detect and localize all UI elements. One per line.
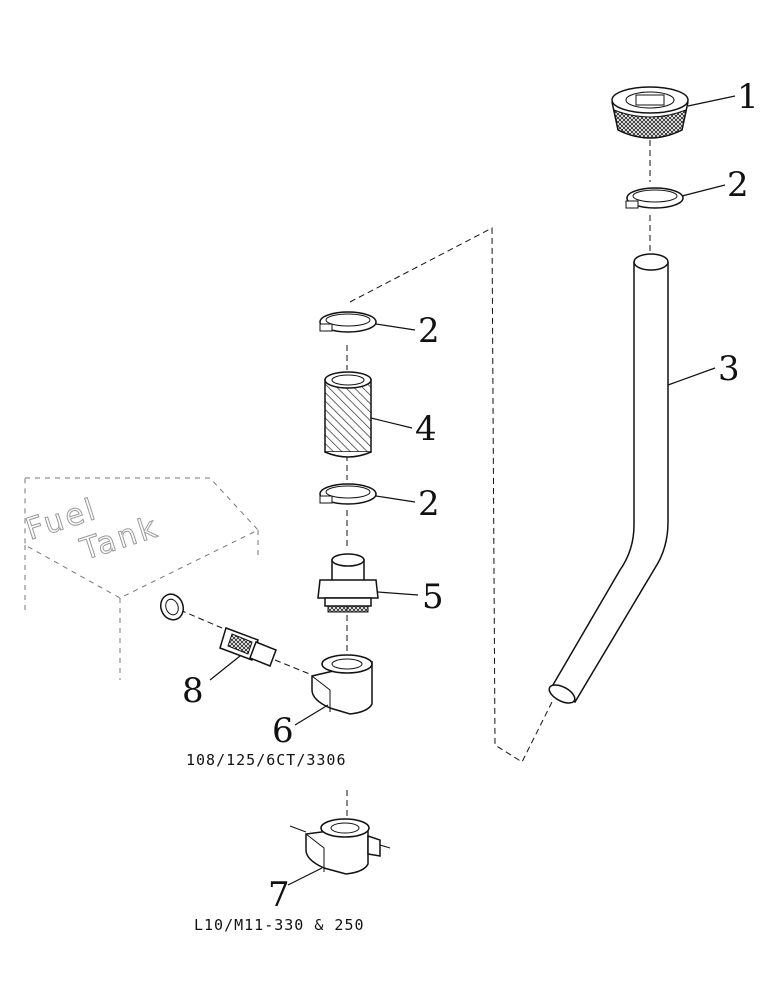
connector-part (159, 593, 277, 667)
elbow-part (311, 654, 373, 715)
callout-clamp-top: 2 (727, 165, 749, 205)
fuel-cap-part (611, 86, 689, 139)
callout-adapter: 5 (422, 577, 444, 617)
assembly-centerlines (179, 130, 651, 820)
hose-clamp-upper-part (319, 311, 377, 333)
hose-part (324, 371, 372, 458)
elbow-alt-part (289, 818, 391, 875)
routing-dashed-line (349, 227, 553, 763)
caption-elbow-alt-engines: L10/M11-330 & 250 (194, 916, 365, 934)
hose-clamp-lower-part (319, 483, 377, 505)
fill-tube-part (548, 253, 669, 704)
callout-elbow: 6 (272, 711, 294, 751)
callout-cap: 1 (737, 77, 759, 117)
caption-elbow-engines: 108/125/6CT/3306 (186, 751, 347, 769)
callout-fill-tube: 3 (718, 349, 740, 389)
adapter-part (317, 553, 379, 613)
callout-hose: 4 (415, 409, 437, 449)
callout-elbow-alt: 7 (268, 875, 290, 915)
callout-connector: 8 (182, 671, 204, 711)
callout-clamp-upper: 2 (418, 311, 440, 351)
leader-lines (209, 95, 736, 886)
hose-clamp-top-part (625, 187, 684, 209)
callout-clamp-lower: 2 (418, 484, 440, 524)
